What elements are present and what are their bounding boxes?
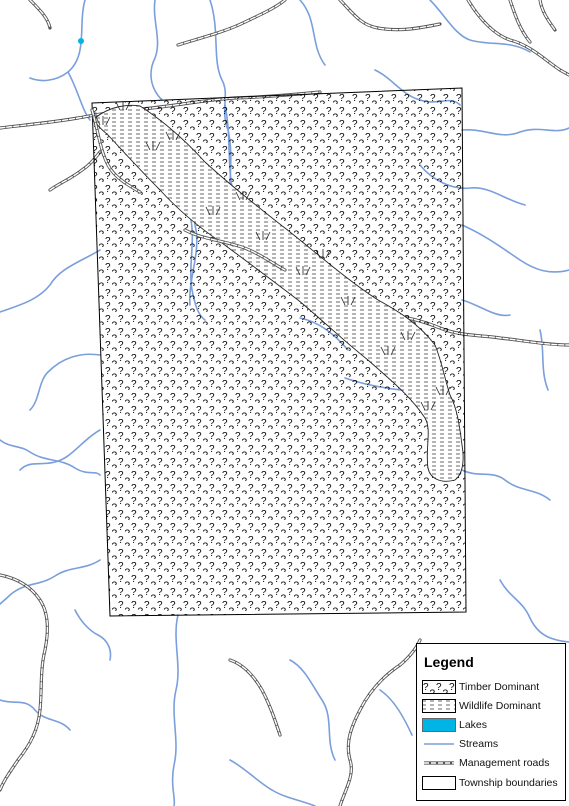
wildlife-tufts: [95, 101, 451, 411]
stream: [19, 429, 101, 471]
timber-dominant-area[interactable]: [91, 87, 467, 617]
management-road: [466, 0, 569, 77]
stream: [461, 224, 569, 273]
stream: [461, 127, 569, 136]
legend-label: Township boundaries: [459, 777, 558, 789]
stream: [229, 759, 316, 806]
legend-title: Legend: [424, 654, 474, 670]
stream: [74, 609, 112, 661]
stream: [0, 559, 101, 605]
legend-item-wildlife-dominant: Wildlife Dominant: [422, 698, 541, 714]
management-road: [28, 0, 52, 30]
legend-label: Timber Dominant: [459, 681, 540, 693]
stream: [299, 0, 326, 66]
management-road: [90, 108, 142, 194]
management-road: [176, 0, 287, 47]
lakes-swatch: [422, 718, 456, 732]
management-road: [508, 0, 557, 44]
legend-item-timber-dominant: Timber Dominant: [422, 679, 539, 695]
lake[interactable]: [78, 38, 84, 44]
legend-item-streams: Streams: [422, 736, 498, 752]
stream: [499, 579, 569, 643]
legend-label: Management roads: [459, 757, 550, 769]
stream: [67, 71, 91, 121]
management-road: [183, 228, 287, 272]
management-road: [48, 150, 102, 192]
stream: [150, 0, 163, 101]
legend: Legend Timber Dominant Wildlife Dominant…: [416, 643, 566, 801]
management-road: [0, 573, 49, 792]
stream: [379, 689, 413, 736]
township-boundaries-swatch: [422, 776, 456, 790]
stream: [29, 353, 101, 411]
stream: [0, 439, 101, 476]
legend-item-township-boundaries: Township boundaries: [422, 775, 558, 791]
timber-dominant-swatch: [422, 680, 456, 694]
roads-interior: [90, 108, 287, 272]
legend-label: Wildlife Dominant: [459, 700, 541, 712]
stream: [539, 329, 549, 391]
legend-label: Streams: [459, 738, 499, 750]
wildlife-dominant-area[interactable]: [94, 104, 464, 482]
legend-label: Lakes: [459, 719, 488, 731]
legend-item-management-roads: Management roads: [422, 755, 549, 771]
stream: [429, 0, 531, 53]
legend-item-lakes: Lakes: [422, 717, 487, 733]
streams-swatch: [422, 737, 456, 751]
management-roads-swatch: [422, 756, 456, 770]
stream: [0, 249, 101, 313]
stream: [461, 299, 511, 317]
stream: [289, 659, 336, 761]
stream: [461, 469, 551, 501]
stream: [0, 699, 71, 731]
management-road: [338, 0, 442, 32]
stream: [171, 614, 179, 806]
management-road: [228, 658, 282, 737]
wildlife-dominant-swatch: [422, 699, 456, 713]
management-road: [338, 638, 422, 806]
stream: [29, 0, 86, 82]
